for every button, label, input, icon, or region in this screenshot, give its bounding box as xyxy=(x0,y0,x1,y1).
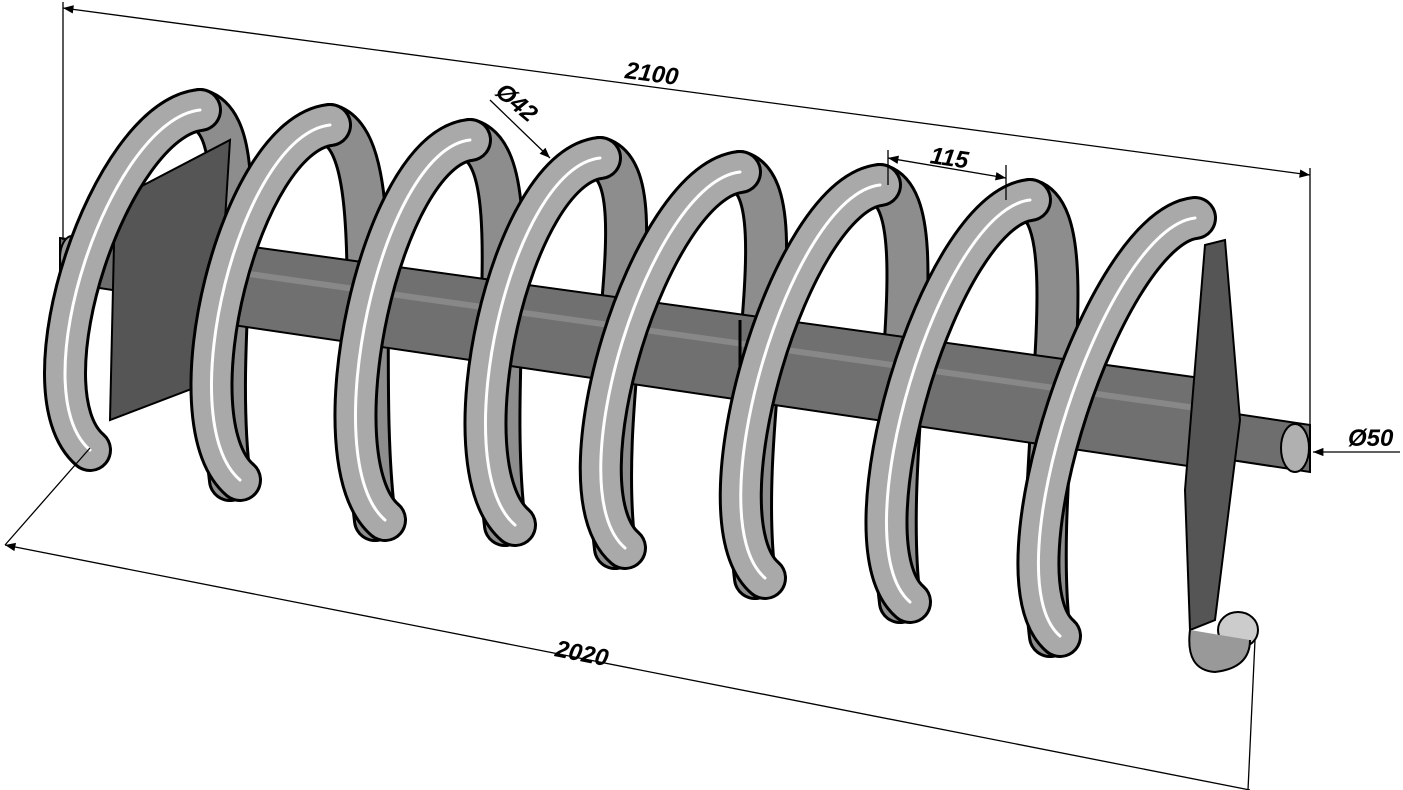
shaft-shine xyxy=(149,257,1211,413)
dim-line-2020 xyxy=(4,542,1251,790)
dim-label-diameter-42: Ø42 xyxy=(490,78,543,128)
dim-label-2020: 2020 xyxy=(552,635,611,672)
coil-highlight xyxy=(739,183,882,580)
coil-highlight xyxy=(885,198,1032,604)
ext-line-2020-left xyxy=(4,447,91,546)
coil-highlight xyxy=(1036,216,1197,638)
dim-line-2100 xyxy=(62,5,1311,178)
dim-label-diameter-50: Ø50 xyxy=(1348,425,1394,452)
shaft-end xyxy=(1280,423,1310,473)
dim-label-115: 115 xyxy=(929,142,971,174)
end-plate-right xyxy=(1183,238,1242,632)
bearing-housing xyxy=(1188,629,1251,674)
dim-label-2100: 2100 xyxy=(623,57,681,91)
dim-line-115 xyxy=(887,155,1007,181)
ext-line-2020-right xyxy=(1247,639,1256,790)
leader-42 xyxy=(489,99,551,159)
dimension-lines xyxy=(4,2,1400,790)
coil-highlight xyxy=(599,170,742,550)
